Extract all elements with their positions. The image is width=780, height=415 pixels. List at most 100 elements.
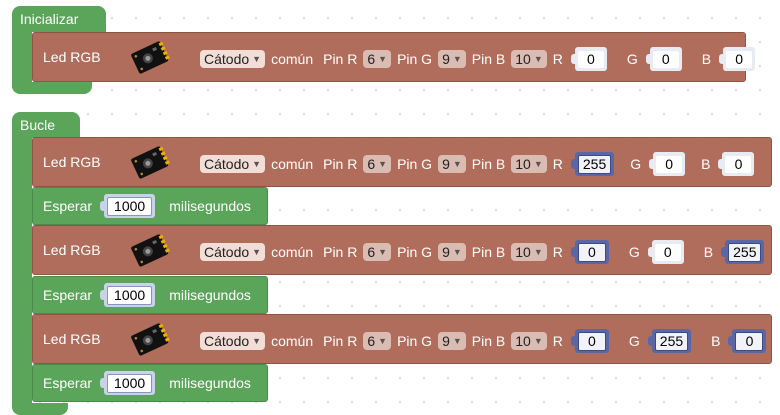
milisegundos-label: milisegundos (169, 198, 251, 214)
b-value-socket[interactable]: 255 (721, 240, 765, 264)
pin-b-value: 10 (515, 333, 531, 349)
r-value[interactable]: 255 (577, 154, 612, 174)
r-value[interactable]: 0 (577, 331, 606, 351)
led-rgb-label: Led RGB (43, 242, 101, 258)
b-label: B (701, 156, 711, 172)
r-value-socket[interactable]: 255 (570, 152, 615, 176)
led-rgb-label: Led RGB (43, 331, 101, 347)
dropdown-arrow-icon: ▼ (452, 247, 462, 257)
esperar-block-1[interactable]: Esperar 1000 milisegundos (32, 187, 268, 225)
r-value[interactable]: 0 (577, 242, 606, 262)
pin-r-label: Pin R (323, 244, 358, 260)
g-value[interactable]: 0 (656, 155, 683, 173)
pin-r-dropdown[interactable]: 6▼ (363, 50, 392, 68)
r-value-socket[interactable]: 0 (570, 240, 609, 264)
pin-b-value: 10 (515, 51, 531, 67)
dropdown-arrow-icon: ▼ (533, 54, 543, 64)
b-value[interactable]: 0 (726, 50, 753, 68)
pin-r-dropdown[interactable]: 6▼ (363, 243, 392, 261)
pin-g-value: 9 (442, 156, 450, 172)
pin-b-label: Pin B (471, 333, 506, 349)
esperar-label: Esperar (43, 375, 93, 391)
pin-g-dropdown[interactable]: 9▼ (438, 50, 466, 68)
g-value[interactable]: 0 (652, 50, 679, 68)
rgb-led-module-icon (128, 141, 174, 181)
b-value[interactable]: 0 (735, 331, 764, 351)
pin-g-value: 9 (442, 333, 450, 349)
b-label: B (711, 333, 721, 349)
pin-r-value: 6 (367, 156, 376, 172)
led-rgb-block-init[interactable]: Led RGB Cátodo▼ común Pin R 6▼ Pin G 9▼ … (32, 32, 756, 82)
pin-r-dropdown[interactable]: 6▼ (363, 332, 392, 350)
inicializar-rail (12, 30, 32, 88)
milisegundos-label: milisegundos (169, 287, 251, 303)
pin-r-label: Pin R (323, 333, 358, 349)
g-value-socket[interactable]: 255 (647, 329, 692, 353)
inicializar-label: Inicializar (20, 11, 79, 27)
r-label: R (552, 244, 563, 260)
dropdown-arrow-icon: ▼ (378, 159, 388, 169)
g-value[interactable]: 0 (654, 243, 681, 261)
esperar-block-2[interactable]: Esperar 1000 milisegundos (32, 276, 268, 314)
ms-value[interactable]: 1000 (107, 285, 153, 305)
g-value-socket[interactable]: 0 (645, 47, 682, 71)
pin-b-label: Pin B (471, 156, 506, 172)
g-label: G (628, 333, 640, 349)
pin-r-label: Pin R (323, 51, 358, 67)
ms-value-socket[interactable]: 1000 (100, 283, 156, 307)
pin-r-dropdown[interactable]: 6▼ (363, 155, 392, 173)
g-value[interactable]: 255 (654, 331, 689, 351)
cathode-value: Cátodo (204, 244, 250, 260)
dropdown-arrow-icon: ▼ (533, 336, 543, 346)
cathode-dropdown[interactable]: Cátodo▼ (200, 50, 266, 68)
ms-value-socket[interactable]: 1000 (100, 194, 156, 218)
rgb-led-module-icon (128, 318, 174, 358)
pin-b-dropdown[interactable]: 10▼ (511, 50, 547, 68)
pin-g-value: 9 (442, 244, 450, 260)
led-rgb-label: Led RGB (43, 49, 101, 65)
ms-value[interactable]: 1000 (107, 196, 153, 216)
b-value-socket[interactable]: 0 (718, 152, 755, 176)
cathode-dropdown[interactable]: Cátodo▼ (200, 155, 266, 173)
comun-label: común (271, 333, 314, 349)
led-rgb-block-2[interactable]: Led RGB Cátodo▼ común Pin R 6▼ Pin G 9▼ … (32, 225, 772, 275)
dropdown-arrow-icon: ▼ (452, 336, 462, 346)
dropdown-arrow-icon: ▼ (533, 247, 543, 257)
b-value[interactable]: 255 (728, 242, 762, 262)
led-rgb-block-1[interactable]: Led RGB Cátodo▼ común Pin R 6▼ Pin G 9▼ … (32, 137, 772, 187)
pin-g-dropdown[interactable]: 9▼ (438, 243, 466, 261)
pin-b-dropdown[interactable]: 10▼ (511, 155, 547, 173)
bucle-hat-block[interactable]: Bucle (12, 112, 80, 138)
pin-g-label: Pin G (397, 156, 433, 172)
pin-b-dropdown[interactable]: 10▼ (511, 243, 547, 261)
rgb-led-module-icon (128, 36, 174, 76)
led-rgb-block-3[interactable]: Led RGB Cátodo▼ común Pin R 6▼ Pin G 9▼ … (32, 314, 772, 364)
comun-label: común (271, 156, 314, 172)
g-value-socket[interactable]: 0 (647, 240, 684, 264)
cathode-value: Cátodo (204, 51, 250, 67)
pin-b-label: Pin B (471, 51, 506, 67)
cathode-dropdown[interactable]: Cátodo▼ (200, 243, 266, 261)
dropdown-arrow-icon: ▼ (252, 336, 262, 346)
r-value-socket[interactable]: 0 (570, 329, 609, 353)
rgb-led-module-icon (128, 229, 174, 269)
pin-g-dropdown[interactable]: 9▼ (438, 155, 466, 173)
bucle-rail (12, 136, 32, 408)
r-label: R (552, 333, 563, 349)
pin-g-dropdown[interactable]: 9▼ (438, 332, 466, 350)
ms-value[interactable]: 1000 (107, 373, 153, 393)
cathode-dropdown[interactable]: Cátodo▼ (200, 332, 266, 350)
pin-b-dropdown[interactable]: 10▼ (511, 332, 547, 350)
b-value[interactable]: 0 (725, 155, 752, 173)
r-label: R (552, 51, 563, 67)
r-value[interactable]: 0 (577, 50, 604, 68)
r-value-socket[interactable]: 0 (570, 47, 607, 71)
ms-value-socket[interactable]: 1000 (100, 371, 156, 395)
dropdown-arrow-icon: ▼ (378, 336, 388, 346)
inicializar-hat-block[interactable]: Inicializar (12, 6, 106, 32)
esperar-block-3[interactable]: Esperar 1000 milisegundos (32, 364, 268, 402)
g-label: G (626, 51, 638, 67)
g-value-socket[interactable]: 0 (649, 152, 686, 176)
b-value-socket[interactable]: 0 (719, 47, 756, 71)
b-value-socket[interactable]: 0 (728, 329, 767, 353)
